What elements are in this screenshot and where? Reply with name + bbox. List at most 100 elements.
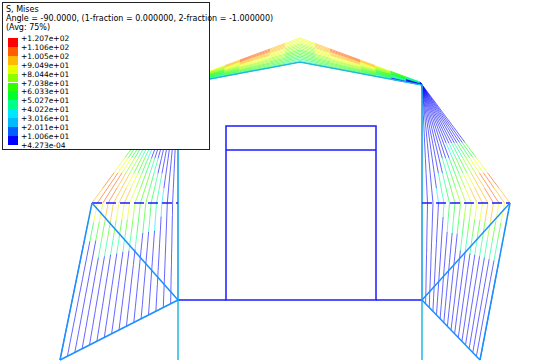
legend-text: +7.038e+01 [21,79,69,88]
contour-line [437,217,439,231]
contour-line [477,220,480,237]
contour-line [130,158,138,173]
contour-line [90,222,94,241]
contour-line [144,203,146,218]
legend-text: +8.044e+01 [21,70,69,79]
contour-line [240,56,255,61]
contour-line [89,294,92,312]
contour-line [475,203,477,220]
contour-line [494,241,498,260]
contour-line [95,258,98,276]
contour-line [479,296,482,315]
contour-line [452,218,453,233]
contour-line [467,219,469,235]
contour-line [151,188,155,203]
contour-line [430,144,432,159]
contour-line [156,284,158,298]
contour-line [476,315,479,334]
contour-line [472,255,475,272]
legend-text: +1.005e+02 [21,52,69,61]
contour-line [173,174,175,189]
contour-line [431,229,433,242]
contour-line [240,55,255,61]
contour-line [426,266,427,279]
contour-line [436,159,439,174]
contour-line [157,188,160,203]
contour-line [425,291,426,304]
contour-line [121,252,123,268]
contour-line [285,40,300,45]
contour-line [491,203,494,221]
contour-line [467,289,470,306]
contour-line [164,173,166,188]
contour-line [451,173,456,188]
contour-line [165,229,167,242]
contour-line [452,128,463,143]
contour-line [107,304,110,321]
contour-line [158,244,160,258]
contour-line [439,259,440,273]
contour-line [375,66,390,71]
contour-line [449,158,455,173]
contour-line [144,275,145,290]
legend-text: +3.016e+01 [21,114,69,123]
contour-line [75,334,79,353]
contour-line [467,173,475,188]
contour-line [483,299,487,318]
contour-line [390,71,405,77]
contour-line [114,188,122,203]
contour-line [461,268,463,284]
legend-swatch [8,38,18,47]
contour-line [119,188,127,203]
legend-swatch [8,118,18,127]
contour-line [430,255,431,268]
contour-line [140,188,145,203]
contour-line [442,158,446,173]
contour-line [469,203,471,219]
contour-line [171,266,172,279]
contour-line [75,299,79,318]
contour-line [134,158,142,173]
contour-line [300,38,315,44]
contour-line [93,310,96,328]
contour-line [97,324,100,341]
contour-line [92,188,103,203]
contour-line [455,317,457,333]
contour-line [465,188,471,203]
contour-line [375,67,390,72]
contour-line [430,268,432,281]
contour-line [150,173,154,188]
contour-line [147,232,148,247]
legend-text: Angle = -90.0000, (1-fraction = 0.000000… [6,14,273,23]
contour-line [345,55,360,61]
contour-line [105,272,108,289]
contour-line [462,324,465,341]
contour-line [443,112,454,127]
contour-line [474,274,477,292]
contour-line [125,219,127,235]
contour-line [112,173,122,188]
contour-line [92,276,95,294]
contour-line [159,230,161,244]
contour-line [171,241,172,254]
contour-line [427,114,430,129]
contour-line [132,265,134,280]
contour-line [424,144,426,159]
contour-line [426,253,427,266]
contour-line [472,312,475,330]
contour-line [158,158,161,173]
contour-line [471,292,474,310]
contour-line [471,173,480,188]
contour-line [141,304,142,319]
contour-line [119,314,121,330]
contour-line [116,285,118,301]
legend-text: +4.022e+01 [21,105,69,114]
contour-line [270,44,285,50]
contour-line [142,290,143,305]
contour-line [162,188,164,203]
contour-line [103,173,114,188]
contour-line [460,188,466,203]
contour-line [433,144,436,159]
contour-line [479,173,489,188]
contour-line [155,298,157,312]
